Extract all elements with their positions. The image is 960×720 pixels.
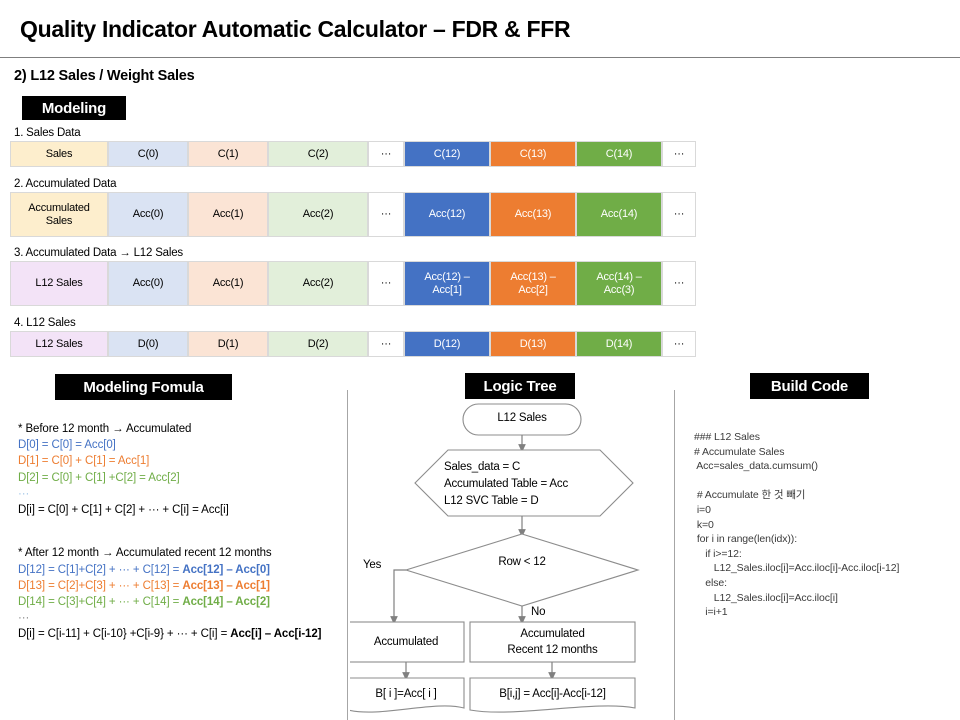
logic-no-label: No xyxy=(531,606,546,618)
table-cell: Acc(0) xyxy=(108,192,188,237)
table-cell: C(13) xyxy=(490,141,576,167)
table-cell: ··· xyxy=(368,141,404,167)
table-cell: Acc(13) –Acc[2] xyxy=(490,261,576,306)
logic-tree-diagram: L12 Sales Sales_data = C Accumulated Tab… xyxy=(350,400,674,720)
build-code-chip: Build Code xyxy=(750,373,869,399)
modeling-chip: Modeling xyxy=(22,96,126,120)
logic-definition-2: Accumulated Table = Acc xyxy=(444,478,569,490)
table-cell: C(2) xyxy=(268,141,368,167)
code-line: else: xyxy=(694,576,727,589)
logic-tree-svg xyxy=(350,403,640,713)
logic-yes-result-label: B[ i ]=Acc[ i ] xyxy=(375,688,437,700)
table-cell: ··· xyxy=(368,261,404,306)
code-line: Acc=sales_data.cumsum() xyxy=(694,460,818,473)
code-line: k=0 xyxy=(694,518,714,531)
formula-before-heading: * Before 12 month → Accumulated xyxy=(18,423,192,435)
logic-tree-chip: Logic Tree xyxy=(465,373,575,399)
logic-no-box-label-1: Accumulated xyxy=(520,628,585,640)
yes-result-doc-shape xyxy=(350,677,465,713)
table-cell: D(2) xyxy=(268,331,368,357)
build-code-text: ### L12 Sales # Accumulate Sales Acc=sale… xyxy=(694,430,956,620)
modeling-formula-text: * Before 12 month → Accumulated D[0] = C… xyxy=(18,421,348,643)
table-3-caption: 3. Accumulated Data → L12 Sales xyxy=(14,247,183,259)
table-1-caption: 1. Sales Data xyxy=(14,127,81,139)
code-line: i=i+1 xyxy=(694,606,728,619)
table-cell: Acc(12) xyxy=(404,192,490,237)
logic-start-label: L12 Sales xyxy=(497,412,547,424)
code-line: for i in range(len(idx)): xyxy=(694,533,798,546)
table-cell: Acc(2) xyxy=(268,261,368,306)
table-cell: ··· xyxy=(662,141,696,167)
table-cell: C(14) xyxy=(576,141,662,167)
logic-no-box-label-2: Recent 12 months xyxy=(507,644,598,656)
column-divider-right xyxy=(674,390,675,720)
formula-line-d14: D[14] = C[3]+C[4] + ··· + C[14] = Acc[14… xyxy=(18,596,270,609)
table-cell: ··· xyxy=(368,331,404,357)
section-subtitle: 2) L12 Sales / Weight Sales xyxy=(14,68,195,84)
formula-line-d12: D[12] = C[1]+C[2] + ··· + C[12] = Acc[12… xyxy=(18,563,270,576)
no-result-doc-shape xyxy=(469,677,636,713)
table-cell: D(14) xyxy=(576,331,662,357)
table-cell: D(12) xyxy=(404,331,490,357)
table-cell: Acc(13) xyxy=(490,192,576,237)
code-line: ### L12 Sales xyxy=(694,431,760,443)
table-row-label: Sales xyxy=(10,141,108,167)
formula-line-ellipsis-2: ··· xyxy=(18,612,30,625)
table-2-caption: 2. Accumulated Data xyxy=(14,178,117,190)
code-line: L12_Sales.iloc[i]=Acc.iloc[i]-Acc.iloc[i… xyxy=(694,562,900,575)
no-box-shape xyxy=(469,621,636,663)
modeling-formula-chip: Modeling Fomula xyxy=(55,374,232,400)
table-cell: ··· xyxy=(662,331,696,357)
code-line: L12_Sales.iloc[i]=Acc.iloc[i] xyxy=(694,591,838,604)
formula-line-d1: D[1] = C[0] + C[1] = Acc[1] xyxy=(18,455,150,468)
table-4-caption: 4. L12 Sales xyxy=(14,317,76,329)
code-line: if i>=12: xyxy=(694,547,742,560)
logic-yes-label: Yes xyxy=(363,559,382,571)
logic-definition-1: Sales_data = C xyxy=(444,461,521,473)
table-cell: ··· xyxy=(662,192,696,237)
column-divider-left xyxy=(347,390,348,720)
table-cell: C(12) xyxy=(404,141,490,167)
formula-line-ellipsis-1: ··· xyxy=(18,487,30,500)
table-cell: Acc(1) xyxy=(188,261,268,306)
table-cell: C(1) xyxy=(188,141,268,167)
definitions-hexagon-shape xyxy=(414,449,634,517)
table-cell: Acc(2) xyxy=(268,192,368,237)
formula-line-di: D[i] = C[0] + C[1] + C[2] + ··· + C[i] =… xyxy=(18,504,229,517)
table-cell: ··· xyxy=(662,261,696,306)
logic-yes-box-label: Accumulated xyxy=(373,636,439,648)
table-cell: D(1) xyxy=(188,331,268,357)
table-cell: Acc(12) –Acc[1] xyxy=(404,261,490,306)
table-row-label: L12 Sales xyxy=(10,261,108,306)
formula-line-d13: D[13] = C[2]+C[3] + ··· + C[13] = Acc[13… xyxy=(18,579,270,592)
table-cell: C(0) xyxy=(108,141,188,167)
table-cell: D(0) xyxy=(108,331,188,357)
logic-no-result-label: B[i,j] = Acc[i]-Acc[i-12] xyxy=(499,688,606,700)
code-line: i=0 xyxy=(694,503,711,516)
table-cell: ··· xyxy=(368,192,404,237)
code-line: # Accumulate Sales xyxy=(694,445,785,458)
code-line: # Accumulate 한 것 빼기 xyxy=(694,489,806,502)
code-line xyxy=(694,474,956,489)
logic-definition-3: L12 SVC Table = D xyxy=(444,495,539,507)
table-row-label: L12 Sales xyxy=(10,331,108,357)
formula-line-d0: D[0] = C[0] = Acc[0] xyxy=(18,439,116,452)
formula-line-di-after: D[i] = C[i-11] + C[i-10} +C[i-9} + ··· +… xyxy=(18,628,322,641)
table-cell: Acc(14) –Acc(3) xyxy=(576,261,662,306)
table-cell: Acc(1) xyxy=(188,192,268,237)
table-cell: D(13) xyxy=(490,331,576,357)
title-divider xyxy=(0,57,960,58)
decision-diamond-shape xyxy=(404,533,640,607)
formula-after-heading: * After 12 month → Accumulated recent 12… xyxy=(18,547,272,560)
table-cell: Acc(0) xyxy=(108,261,188,306)
formula-line-d2: D[2] = C[0] + C[1] +C[2] = Acc[2] xyxy=(18,471,180,484)
page-title: Quality Indicator Automatic Calculator –… xyxy=(20,16,571,42)
table-cell: Acc(14) xyxy=(576,192,662,237)
logic-decision-label: Row < 12 xyxy=(498,556,546,568)
